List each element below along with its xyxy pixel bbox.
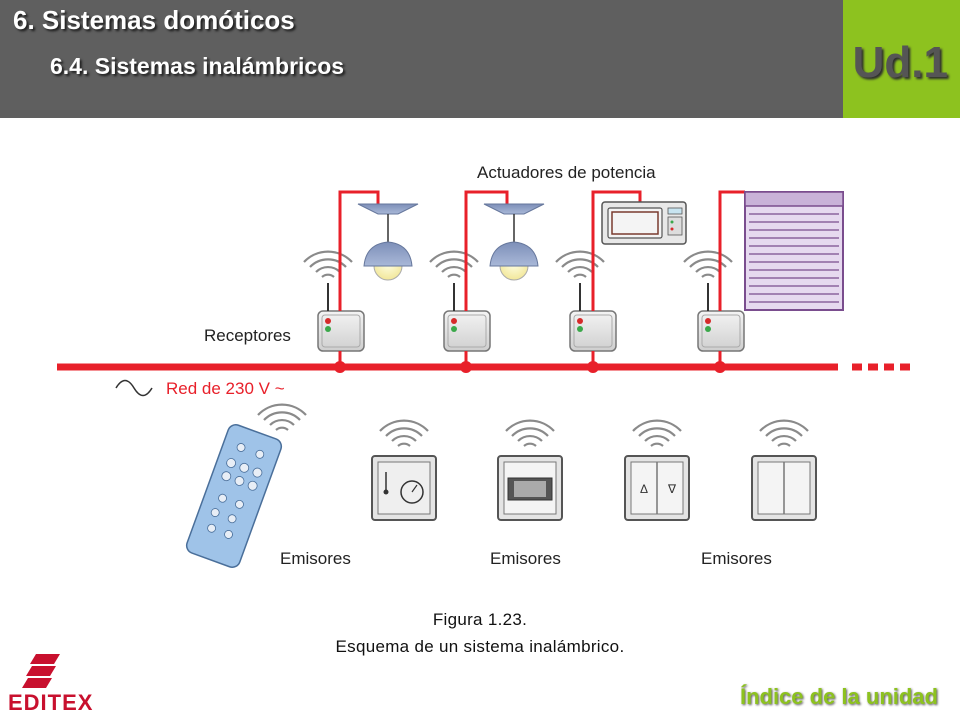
- actuator-wiring: [338, 190, 745, 367]
- page-title: 6. Sistemas domóticos: [13, 5, 295, 35]
- emitters-label: Emisores: [490, 549, 561, 568]
- microwave-icon: [601, 201, 687, 245]
- remote-control-icon: [185, 424, 283, 568]
- network-label: Red de 230 V ~: [166, 379, 285, 398]
- emitter-waves-icon: [631, 419, 683, 448]
- figure-number: Figura 1.23.: [432, 610, 528, 629]
- receiver-unit: [302, 250, 365, 352]
- actuators-label: Actuadores de potencia: [477, 163, 656, 182]
- receiver-unit: [682, 250, 745, 352]
- double-switch-emitter: [751, 455, 817, 521]
- emitter-waves-icon: [758, 419, 810, 448]
- wireless-system-diagram: Actuadores de potencia Receptores Red de…: [57, 163, 910, 568]
- page-subtitle: 6.4. Sistemas inalámbricos: [50, 53, 345, 79]
- roller-shutter-icon: [744, 191, 844, 311]
- lamp-icon: [483, 203, 545, 281]
- header-bar: 6. Sistemas domóticos 6.4. Sistemas inal…: [0, 0, 843, 118]
- index-link[interactable]: Índice de la unidad: [739, 684, 938, 709]
- logo-text: EDITEX: [8, 690, 93, 715]
- unit-label: Ud.1: [852, 38, 948, 87]
- ac-wave-icon: [115, 379, 153, 397]
- editex-logo: EDITEX: [8, 654, 93, 715]
- receiver-unit: [554, 250, 617, 352]
- emitters-label: Emisores: [280, 549, 351, 568]
- emitter-waves-icon: [504, 419, 556, 448]
- receivers-label: Receptores: [204, 326, 291, 345]
- remote-waves-icon: [256, 403, 308, 432]
- thermostat-emitter: [371, 455, 437, 521]
- figure-caption: Esquema de un sistema inalámbrico.: [335, 637, 625, 656]
- receiver-unit: [428, 250, 491, 352]
- motion-sensor-emitter: [497, 455, 563, 521]
- svg-text:Δ: Δ: [640, 482, 648, 496]
- blind-switch-emitter: Δ ∇: [624, 455, 690, 521]
- emitters-label: Emisores: [701, 549, 772, 568]
- emitter-waves-icon: [378, 419, 430, 448]
- svg-text:∇: ∇: [667, 482, 677, 496]
- unit-badge: Ud.1: [843, 0, 960, 118]
- lamp-icon: [357, 203, 419, 281]
